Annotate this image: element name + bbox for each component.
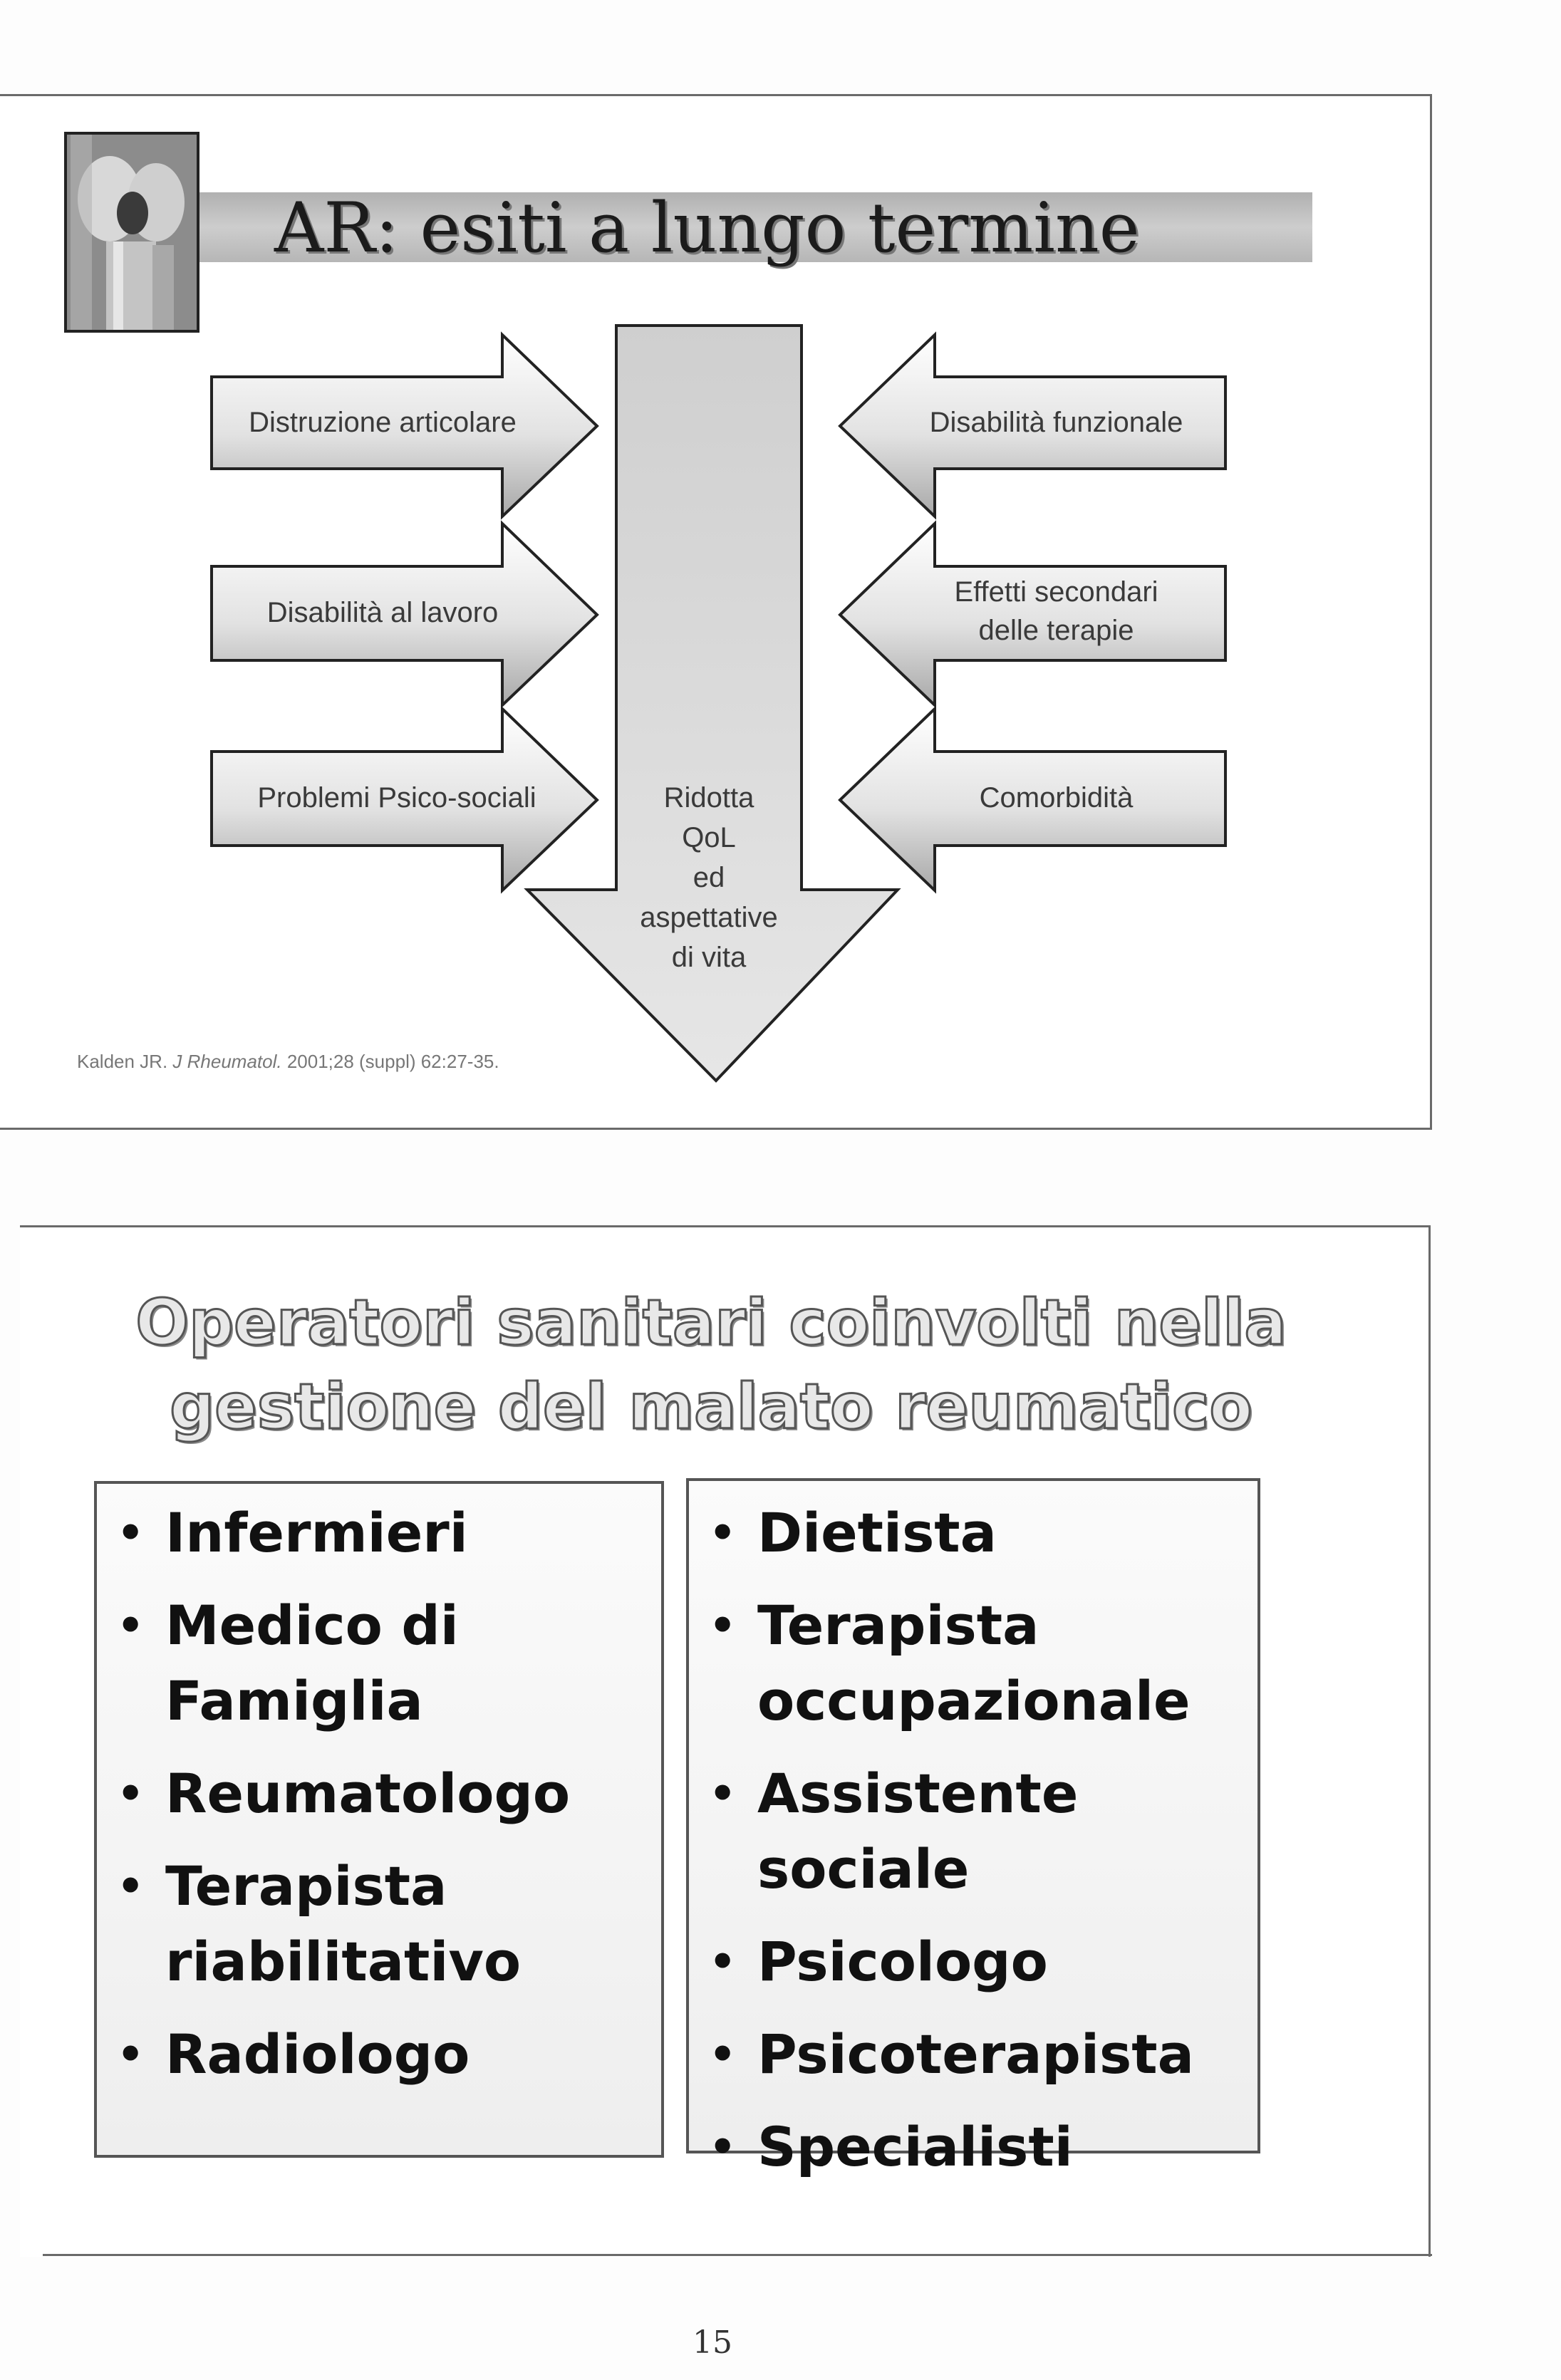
outcomes-diagram (210, 324, 1227, 1083)
item-text: Medico di (165, 1594, 459, 1657)
citation: Kalden JR. J Rheumatol. 2001;28 (suppl) … (77, 1051, 499, 1073)
item-text: Psicologo (757, 1930, 1048, 1993)
bullet-icon: • (117, 1769, 145, 1819)
list-item: • Specialisti (689, 2109, 1257, 2185)
left-arrow-label-3: Problemi Psico-sociali (257, 782, 536, 814)
list-item: • Medico di Famiglia (97, 1588, 661, 1739)
bullet-icon: • (709, 1769, 737, 1819)
list-item: • Radiologo (97, 2017, 661, 2092)
title-bar (192, 192, 1312, 262)
citation-author: Kalden JR. (77, 1051, 173, 1072)
item-text-continued: riabilitativo (165, 1930, 522, 1993)
center-label-line-2: QoL (682, 822, 736, 853)
left-arrow-label-2: Disabilità al lavoro (266, 597, 499, 628)
left-arrow-1 (210, 331, 599, 520)
item-text: Psicoterapista (757, 2022, 1194, 2086)
left-arrow-label-1: Distruzione articolare (249, 407, 517, 438)
operators-list-left: • Infermieri • Medico di Famiglia • Reumatol… (94, 1481, 664, 2158)
bullet-icon: • (709, 2030, 737, 2079)
item-text: Specialisti (757, 2115, 1073, 2178)
page-number: 15 (693, 2324, 732, 2361)
list-item: • Terapista occupazionale (689, 1588, 1257, 1739)
slide-bottom-divider (43, 2254, 1432, 2256)
bullet-icon: • (117, 2030, 145, 2079)
right-arrow-2 (838, 520, 1227, 709)
list-item: • Reumatologo (97, 1756, 661, 1831)
center-label-line-3: ed (693, 862, 725, 893)
right-arrow-label-1: Disabilità funzionale (929, 407, 1183, 438)
knee-xray-image (64, 132, 199, 333)
bullet-icon: • (117, 1861, 145, 1911)
left-arrow-2 (210, 520, 599, 709)
slide-healthcare-operators: Operatori sanitari coinvolti nella gesti… (20, 1225, 1431, 2257)
bullet-icon: • (709, 1937, 737, 1987)
slide-title: AR: esiti a lungo termine (274, 188, 1140, 268)
center-label-line-4: aspettative (640, 902, 778, 933)
bullet-icon: • (709, 1601, 737, 1651)
list-item: • Psicoterapista (689, 2017, 1257, 2092)
item-text: Terapista (757, 1594, 1039, 1657)
item-text: Dietista (757, 1501, 997, 1564)
item-text: Terapista (165, 1854, 447, 1918)
item-text-continued: Famiglia (165, 1669, 423, 1732)
list-item: • Psicologo (689, 1924, 1257, 2000)
item-text: Assistente sociale (757, 1762, 1079, 1901)
bullet-icon: • (117, 1508, 145, 1558)
bullet-icon: • (709, 1508, 737, 1558)
center-label-line-5: di vita (671, 942, 747, 973)
center-label-line-1: Ridotta (663, 782, 754, 814)
list-item: • Dietista (689, 1495, 1257, 1571)
operators-list-right: • Dietista • Terapista occupazionale • Assis… (686, 1478, 1260, 2178)
list-item: • Infermieri (97, 1495, 661, 1571)
right-arrow-label-2a: Effetti secondari (954, 576, 1158, 608)
bullet-icon: • (709, 2122, 737, 2172)
item-text: Radiologo (165, 2022, 470, 2086)
center-down-arrow (524, 324, 901, 1083)
title-line-2: gestione del malato reumatico (169, 1369, 1254, 1445)
list-item: • Terapista riabilitativo (97, 1849, 661, 2000)
slide-outcomes: AR: esiti a lungo termine D (0, 94, 1432, 1130)
right-arrow-1 (838, 331, 1227, 520)
right-arrow-label-3: Comorbidità (979, 782, 1134, 814)
title-line-1: Operatori sanitari coinvolti nella (135, 1285, 1288, 1361)
left-arrow-3 (210, 705, 599, 894)
slide-title: Operatori sanitari coinvolti nella gesti… (20, 1281, 1402, 1449)
right-arrow-3 (838, 705, 1227, 894)
list-item: • Assistente sociale (689, 1756, 1257, 1907)
bullet-icon: • (117, 1601, 145, 1651)
citation-journal: J Rheumatol. (172, 1051, 282, 1072)
right-arrow-label-2b: delle terapie (978, 615, 1134, 646)
item-text: Infermieri (165, 1501, 468, 1564)
citation-details: 2001;28 (suppl) 62:27-35. (281, 1051, 499, 1072)
item-text: Reumatologo (165, 1762, 571, 1825)
item-text-continued: occupazionale (757, 1669, 1191, 1732)
